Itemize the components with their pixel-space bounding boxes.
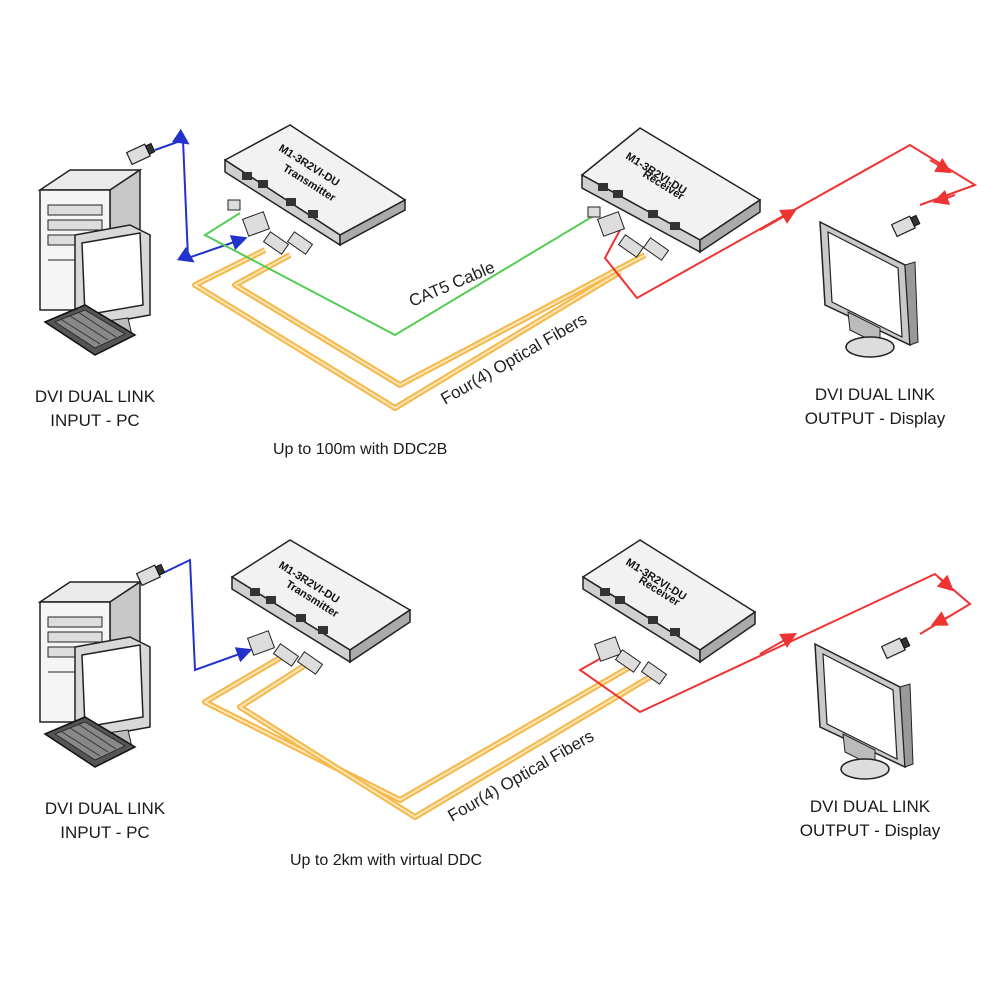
dvi-connector-icon bbox=[593, 636, 623, 662]
input-label-line2: INPUT - PC bbox=[60, 823, 150, 842]
pc-workstation-icon bbox=[39, 169, 151, 356]
rj45-connector-icon bbox=[587, 206, 601, 218]
cat5-cable-label: CAT5 Cable bbox=[406, 258, 498, 311]
dvi-input-cable bbox=[164, 558, 253, 672]
output-label-top: DVI DUAL LINK OUTPUT - Display bbox=[780, 383, 970, 431]
input-label-line1: DVI DUAL LINK bbox=[34, 387, 156, 406]
input-label-line1: DVI DUAL LINK bbox=[44, 799, 166, 818]
pc-workstation-icon bbox=[39, 581, 151, 768]
fiber-connector-icon bbox=[640, 661, 668, 685]
dvi-connector-icon bbox=[241, 211, 271, 237]
caption-bottom: Up to 2km with virtual DDC bbox=[290, 852, 483, 869]
fiber-connector-icon bbox=[296, 651, 324, 675]
input-label-bottom: DVI DUAL LINK INPUT - PC bbox=[20, 797, 190, 845]
receiver-device: M1-3R2VI-DU Receiver bbox=[581, 539, 757, 664]
dvi-input-cable bbox=[154, 128, 248, 263]
dvi-plug-icon bbox=[890, 213, 922, 238]
fiber-connector-icon bbox=[614, 649, 642, 673]
display-monitor-icon bbox=[819, 221, 919, 358]
fiber-connector-icon bbox=[272, 643, 300, 667]
diagram-bottom: M1-3R2VI-DU Transmitter M1-3R2VI-DU Rece… bbox=[39, 539, 972, 825]
rj45-connector-icon bbox=[227, 199, 241, 211]
output-label-line1: DVI DUAL LINK bbox=[814, 385, 936, 404]
cat5-cable bbox=[202, 212, 596, 337]
dvi-connector-icon bbox=[596, 211, 626, 237]
output-label-line2: OUTPUT - Display bbox=[804, 409, 946, 428]
output-label-line2: OUTPUT - Display bbox=[799, 821, 941, 840]
input-label-top: DVI DUAL LINK INPUT - PC bbox=[10, 385, 180, 433]
dvi-plug-icon bbox=[125, 141, 157, 166]
dvi-connector-icon bbox=[246, 630, 276, 656]
dvi-plug-icon bbox=[880, 635, 912, 660]
fiber-connector-icon bbox=[617, 234, 645, 258]
diagram-top: M1-3R2VI-DU Transmitter M1-3R2VI-DU Rece… bbox=[39, 124, 978, 411]
fiber-cables bbox=[192, 247, 647, 411]
receiver-device: M1-3R2VI-DU Receiver bbox=[580, 127, 762, 254]
transmitter-device: M1-3R2VI-DU Transmitter bbox=[223, 124, 407, 247]
input-label-line2: INPUT - PC bbox=[50, 411, 140, 430]
output-label-line1: DVI DUAL LINK bbox=[809, 797, 931, 816]
fiber-connector-icon bbox=[286, 231, 314, 255]
fiber-connector-icon bbox=[262, 231, 290, 255]
transmitter-device: M1-3R2VI-DU Transmitter bbox=[230, 539, 412, 664]
fiber-connector-icon bbox=[642, 237, 670, 261]
fiber-cable-label: Four(4) Optical Fibers bbox=[445, 726, 598, 825]
fiber-cables bbox=[202, 652, 657, 820]
output-label-bottom: DVI DUAL LINK OUTPUT - Display bbox=[775, 795, 965, 843]
display-monitor-icon bbox=[814, 643, 914, 780]
caption-top: Up to 100m with DDC2B bbox=[273, 441, 448, 458]
dvi-plug-icon bbox=[135, 562, 167, 587]
